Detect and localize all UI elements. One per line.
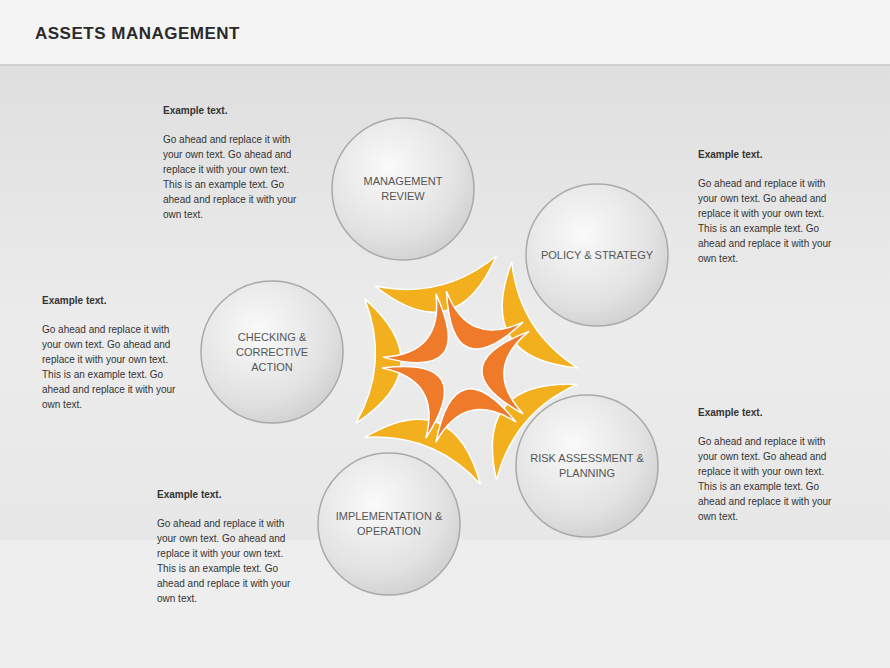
- text-note: Example text. Go ahead and replace it wit…: [42, 293, 180, 412]
- note-body: Go ahead and replace it with your own te…: [42, 322, 180, 412]
- text-note: Example text. Go ahead and replace it wit…: [698, 405, 836, 524]
- process-circle: POLICY & STRATEGY: [524, 182, 670, 328]
- circle-outline: [514, 393, 660, 539]
- text-note: Example text. Go ahead and replace it wit…: [163, 103, 301, 222]
- note-body: Go ahead and replace it with your own te…: [163, 132, 301, 222]
- star-arm: [382, 367, 444, 439]
- star-arm: [436, 389, 516, 442]
- circle-outline: [330, 116, 476, 262]
- circle-label: IMPLEMENTATION & OPERATION: [316, 451, 462, 597]
- note-heading: Example text.: [42, 293, 180, 308]
- note-heading: Example text.: [698, 147, 836, 162]
- star-arm: [375, 256, 496, 312]
- text-note: Example text. Go ahead and replace it wit…: [698, 147, 836, 266]
- note-heading: Example text.: [698, 405, 836, 420]
- note-body: Go ahead and replace it with your own te…: [698, 176, 836, 266]
- star-arm: [356, 299, 401, 424]
- circle-label: CHECKING & CORRECTIVE ACTION: [199, 279, 345, 425]
- note-heading: Example text.: [163, 103, 301, 118]
- process-circle: RISK ASSESSMENT & PLANNING: [514, 393, 660, 539]
- circle-label: RISK ASSESSMENT & PLANNING: [514, 393, 660, 539]
- note-body: Go ahead and replace it with your own te…: [698, 434, 836, 524]
- circle-label: POLICY & STRATEGY: [524, 182, 670, 328]
- text-note: Example text. Go ahead and replace it wit…: [157, 487, 295, 606]
- note-heading: Example text.: [157, 487, 295, 502]
- star-arm: [446, 291, 523, 349]
- star-arm: [383, 294, 449, 363]
- page-title: ASSETS MANAGEMENT: [35, 24, 240, 44]
- circle-outline: [316, 451, 462, 597]
- process-circle: CHECKING & CORRECTIVE ACTION: [199, 279, 345, 425]
- circle-label: MANAGEMENT REVIEW: [330, 116, 476, 262]
- process-circle: MANAGEMENT REVIEW: [330, 116, 476, 262]
- note-body: Go ahead and replace it with your own te…: [157, 516, 295, 606]
- process-circle: IMPLEMENTATION & OPERATION: [316, 451, 462, 597]
